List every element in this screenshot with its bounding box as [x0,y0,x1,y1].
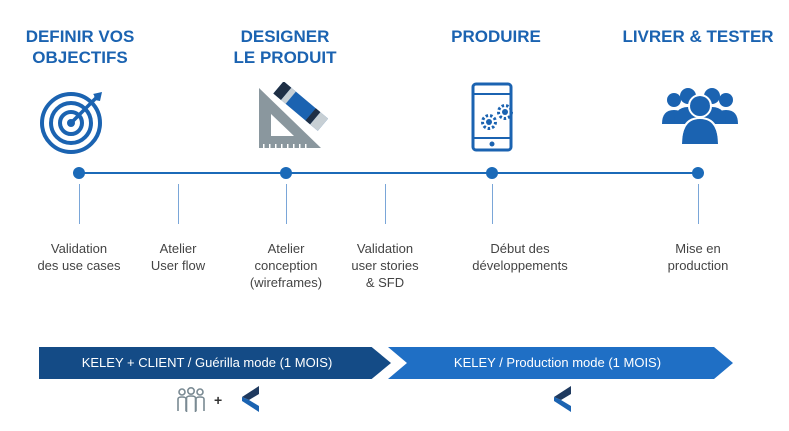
milestone-tick [286,184,287,224]
phase-title-livrer: LIVRER & TESTER [622,27,774,46]
milestone-label-use-cases: Validation des use cases [37,241,121,273]
target-icon [40,92,102,154]
guerilla-mode-banner: KELEY + CLIENT / Guérilla mode (1 MOIS) [39,347,391,379]
design-tools-icon [259,82,329,148]
production-mode-banner: KELEY / Production mode (1 MOIS) [388,347,733,379]
plus-sign: + [214,392,223,408]
milestone-tick [385,184,386,224]
keley-logo-icon [554,386,571,412]
timeline-dot [486,167,498,179]
mobile-gears-icon [471,82,513,152]
timeline-dot [280,167,292,179]
phase-title-designer: DESIGNER LE PRODUIT [233,27,337,67]
milestone-label-user-stories: Validation user stories & SFD [351,241,419,290]
timeline-dot [692,167,704,179]
milestone-tick [492,184,493,224]
keley-logo-icon [242,386,259,412]
timeline-line [78,172,699,174]
user-group-icon [662,88,738,145]
milestone-tick [178,184,179,224]
milestone-tick [698,184,699,224]
people-icon [177,387,205,412]
phase-title-objectifs: DEFINIR VOS OBJECTIFS [25,27,135,67]
milestone-tick [79,184,80,224]
milestone-label-developpements: Début des développements [472,241,568,273]
phase-title-produire: PRODUIRE [451,27,541,46]
timeline-dot [73,167,85,179]
milestone-label-conception: Atelier conception (wireframes) [249,241,323,290]
milestone-label-production: Mise en production [667,241,729,273]
milestone-label-user-flow: Atelier User flow [150,241,206,273]
